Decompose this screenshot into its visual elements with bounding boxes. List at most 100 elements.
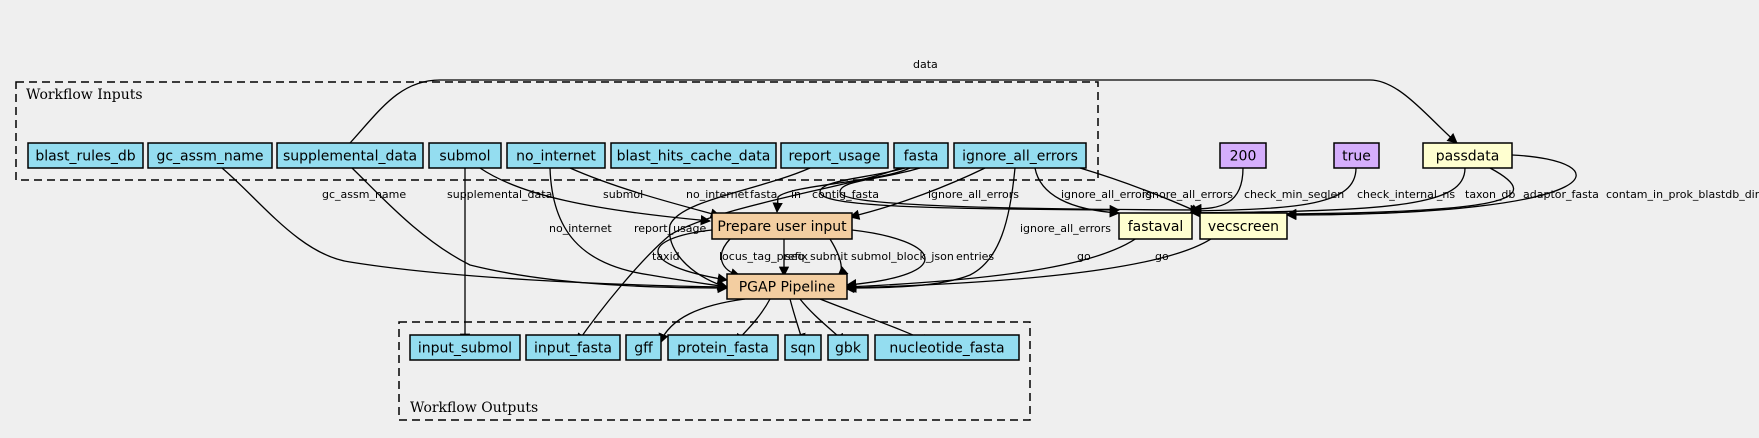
edge-ignore-pgap: [843, 167, 1016, 294]
edge-labels: data gc_assm_name supplemental_data subm…: [322, 58, 1759, 263]
edge-adaptor-fasta: [1285, 167, 1515, 220]
edge-contig-fasta: [839, 167, 1202, 216]
node-label: supplemental_data: [283, 149, 417, 165]
node-blast-hits-cache-data[interactable]: blast_hits_cache_data: [610, 142, 777, 169]
node-label: fastaval: [1128, 219, 1184, 235]
node-supplemental-data[interactable]: supplemental_data: [276, 142, 424, 169]
edge-label-ignore-fastaval: ignore_all_errors: [1061, 188, 1152, 201]
edge-go-fastaval: [845, 225, 1151, 292]
edge-label-go-vecscreen: go: [1155, 250, 1169, 263]
edge-label-in: in: [791, 188, 801, 201]
node-fastaval[interactable]: fastaval: [1118, 212, 1193, 240]
edge-no-internet-prep: [569, 167, 722, 219]
node-ignore-all-errors[interactable]: ignore_all_errors: [953, 142, 1087, 169]
node-label: Prepare user input: [717, 219, 847, 235]
node-label: no_internet: [516, 149, 596, 165]
edge-label-go-fastaval: go: [1077, 250, 1091, 263]
edge-label-contam: contam_in_prok_blastdb_dir: [1606, 188, 1759, 201]
workflow-outputs-cluster: Workflow Outputs: [398, 321, 1031, 421]
edge-no-internet-pgap: [549, 167, 729, 291]
node-gc-assm-name[interactable]: gc_assm_name: [147, 142, 273, 169]
node-sqn[interactable]: sqn: [784, 334, 822, 361]
edge-label-ignore-vecscreen: ignore_all_errors: [1142, 188, 1233, 201]
node-label: passdata: [1436, 149, 1500, 165]
node-passdata[interactable]: passdata: [1422, 142, 1513, 169]
node-prepare-user-input[interactable]: Prepare user input: [711, 212, 853, 240]
edge-label-adaptor-fasta: adaptor_fasta: [1523, 188, 1599, 201]
workflow-inputs-cluster: Workflow Inputs: [15, 81, 1099, 181]
edge-entries: [845, 229, 926, 290]
node-fasta[interactable]: fasta: [893, 142, 949, 169]
node-input-submol[interactable]: input_submol: [409, 334, 521, 361]
edge-gc-assm-name: [221, 167, 729, 293]
edge-supplemental-data: [351, 167, 729, 294]
node-constant-true[interactable]: true: [1333, 142, 1380, 169]
node-label: input_fasta: [534, 341, 612, 357]
edge-label-check-min-seqlen: check_min_seqlen: [1244, 188, 1344, 201]
edge-label-contig-fasta: contig_fasta: [812, 188, 879, 201]
edge-ignore-prep: [848, 167, 986, 220]
node-label: blast_hits_cache_data: [617, 149, 771, 165]
edge-go-vecscreen: [845, 225, 1226, 293]
edges: [221, 79, 1577, 345]
edge-label-report-usage: report_usage: [634, 222, 707, 235]
node-label: input_submol: [418, 341, 512, 357]
edge-label-no-internet-prep: no_internet: [686, 188, 749, 201]
node-label: PGAP Pipeline: [739, 280, 836, 296]
edge-taxid: [657, 229, 729, 284]
node-label: gbk: [835, 341, 862, 357]
node-submol[interactable]: submol: [428, 142, 502, 169]
node-label: true: [1342, 149, 1371, 165]
node-input-fasta[interactable]: input_fasta: [525, 334, 621, 361]
node-gbk[interactable]: gbk: [827, 334, 869, 361]
edge-label-ignore-pgap: ignore_all_errors: [1020, 222, 1111, 235]
node-label: sqn: [790, 341, 815, 357]
edge-label-entries: entries: [956, 250, 994, 263]
edge-label-data: data: [913, 58, 938, 71]
workflow-outputs-title: Workflow Outputs: [410, 400, 538, 416]
edge-ignore-vecscreen: [1079, 167, 1201, 214]
edge-label-submol-block-json: submol_block_json: [851, 250, 954, 263]
edge-taxon-db: [1190, 167, 1466, 219]
node-label: submol: [439, 149, 490, 165]
node-label: gc_assm_name: [156, 149, 263, 165]
node-gff[interactable]: gff: [625, 334, 662, 361]
edge-label-locus-tag-prefix: locus_tag_prefix: [719, 250, 809, 263]
node-label: vecscreen: [1208, 219, 1279, 235]
edge-fasta-output: [576, 167, 901, 344]
edge-label-supplemental-data: supplemental_data: [447, 188, 552, 201]
edge-in: [819, 167, 1121, 216]
node-label: 200: [1230, 149, 1257, 165]
edge-submol: [479, 167, 712, 226]
edge-label-gc-assm-name: gc_assm_name: [322, 188, 406, 201]
node-label: gff: [634, 341, 653, 357]
edge-out-gff: [658, 298, 746, 344]
edge-ignore-fastaval: [1034, 167, 1121, 218]
edge-check-internal-ns: [1190, 167, 1357, 217]
node-label: report_usage: [788, 149, 880, 165]
edge-label-submol: submol: [603, 188, 643, 201]
node-label: fasta: [904, 149, 939, 165]
node-label: blast_rules_db: [35, 149, 135, 165]
edge-label-fasta: fasta: [750, 188, 777, 201]
edge-label-no-internet-pgap: no_internet: [549, 222, 612, 235]
edge-label-ignore-prep: ignore_all_errors: [928, 188, 1019, 201]
workflow-inputs-title: Workflow Inputs: [26, 87, 143, 103]
edge-data: [349, 79, 1458, 144]
edge-label-seq-submit: seq_submit: [785, 250, 848, 263]
node-pgap-pipeline[interactable]: PGAP Pipeline: [726, 273, 848, 300]
node-no-internet[interactable]: no_internet: [506, 142, 606, 169]
edge-label-taxid: taxid: [652, 250, 680, 263]
node-vecscreen[interactable]: vecscreen: [1199, 212, 1288, 240]
node-constant-200[interactable]: 200: [1219, 142, 1267, 169]
node-label: nucleotide_fasta: [889, 341, 1004, 357]
node-label: ignore_all_errors: [962, 149, 1078, 165]
node-nucleotide-fasta[interactable]: nucleotide_fasta: [874, 334, 1020, 361]
node-report-usage[interactable]: report_usage: [780, 142, 889, 169]
node-blast-rules-db[interactable]: blast_rules_db: [27, 142, 144, 169]
node-protein-fasta[interactable]: protein_fasta: [667, 334, 779, 361]
node-label: protein_fasta: [677, 341, 769, 357]
edge-label-check-internal-ns: check_internal_ns: [1357, 188, 1455, 201]
edge-contam: [1285, 154, 1577, 221]
